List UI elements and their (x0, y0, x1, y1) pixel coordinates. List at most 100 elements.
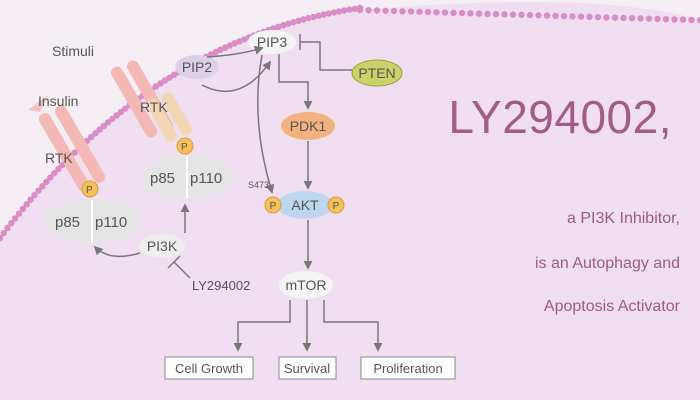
membrane-dot (424, 8, 432, 16)
p110-left: p110 (95, 214, 127, 231)
membrane-dot (662, 15, 670, 23)
rtk-label-left: RTK (45, 150, 73, 166)
inhibit-bar-ly294002 (167, 255, 181, 269)
membrane-dot (509, 11, 517, 18)
membrane-dot (346, 6, 353, 13)
membrane-dot (688, 16, 695, 24)
membrane-dot (373, 7, 381, 14)
p85-right: p85 (150, 170, 175, 187)
membrane-dot (241, 36, 248, 43)
membrane-dot (620, 14, 627, 22)
akt-phospho-right (327, 196, 345, 214)
membrane-dot (645, 15, 653, 22)
membrane-dot (586, 13, 593, 21)
p110-right: p110 (190, 170, 222, 187)
membrane-dot (552, 12, 559, 20)
survival-box (278, 356, 337, 380)
membrane-dot (416, 8, 423, 15)
membrane-dot (221, 44, 229, 51)
rtk-label-right: RTK (140, 99, 168, 115)
membrane-dot (8, 220, 15, 227)
membrane-dot (310, 13, 317, 21)
p-label-right-rtk: P (181, 142, 188, 153)
membrane-dot (351, 5, 358, 12)
membrane-dot (47, 174, 54, 181)
membrane-dot (51, 170, 58, 177)
p-label-left-rtk: P (86, 185, 93, 196)
membrane-dot (637, 15, 644, 22)
membrane-dot (285, 20, 292, 27)
membrane-dot (330, 9, 338, 16)
membrane-dot (569, 13, 576, 20)
mtor-node (279, 271, 333, 299)
membrane-dot (335, 8, 343, 15)
membrane-dot (39, 183, 46, 190)
pten-label: PTEN (358, 65, 395, 81)
pip2-label: PIP2 (182, 59, 213, 75)
membrane-dot (109, 115, 116, 123)
arrow-p110-to-pip3 (206, 45, 264, 58)
membrane-dot (55, 165, 62, 173)
membrane-dot (484, 10, 491, 18)
membrane-dot (492, 10, 500, 18)
pi3k-node (139, 234, 185, 258)
membrane-dot (236, 38, 243, 45)
membrane-dot (96, 126, 103, 133)
membrane-dot (458, 9, 466, 17)
membrane-dot (31, 191, 38, 199)
membrane-dot (382, 7, 389, 14)
membrane-dot (43, 178, 50, 186)
membrane-dot (654, 15, 661, 23)
membrane-dot (603, 14, 610, 21)
stimuli-receptor (111, 60, 233, 199)
membrane-dot (92, 130, 99, 137)
pdk1-node (281, 112, 335, 140)
headline-line-2: is an Autophagy and (534, 255, 680, 272)
p-label-akt-left: P (270, 201, 277, 212)
membrane-dot (433, 9, 440, 16)
membrane-dot (4, 224, 11, 232)
membrane-dot (315, 12, 322, 19)
membrane-dot (100, 122, 108, 130)
membrane-dot (0, 234, 4, 242)
membrane-dot (113, 112, 120, 119)
p85-left: p85 (55, 214, 80, 231)
membrane-dot (535, 12, 542, 19)
membrane-dot (543, 12, 551, 19)
membrane-dot (71, 149, 78, 156)
membrane-dot (23, 201, 30, 208)
membrane-dot (628, 14, 636, 22)
pdk1-label: PDK1 (290, 118, 327, 134)
membrane-dot (231, 40, 238, 47)
pi3k-label: PI3K (147, 238, 178, 254)
cell-growth-label: Cell Growth (175, 361, 243, 376)
insulin-receptor (28, 95, 140, 243)
membrane-dot (117, 108, 125, 116)
inhibit-ly294002-pi3k (173, 261, 191, 279)
survival-label: Survival (284, 361, 330, 376)
membrane-dot (35, 187, 42, 194)
membrane-dot (679, 16, 687, 23)
membrane-dot (450, 9, 457, 17)
arrow-mtor-to-proliferation (323, 300, 383, 352)
membrane-dot (696, 17, 700, 24)
membrane-dot (518, 11, 525, 19)
membrane-dot (467, 10, 474, 17)
proliferation-label: Proliferation (373, 361, 442, 376)
inhibit-pten-pip3 (300, 41, 352, 71)
membrane-dot (280, 22, 287, 29)
arrow-pi3k-to-left-p85 (93, 245, 141, 258)
membrane-dot (19, 205, 27, 213)
membrane-dot (399, 8, 406, 15)
stimuli-label: Stimuli (52, 43, 94, 59)
membrane-dot (526, 11, 534, 19)
membrane-dot (300, 16, 307, 23)
headline-title: LY294002, (448, 91, 672, 143)
membrane-dot (275, 23, 282, 30)
membrane-dot (441, 9, 449, 16)
arrow-pip3-to-pdk1 (278, 54, 313, 110)
pip2-node (175, 55, 219, 79)
membrane-dot (407, 8, 415, 15)
